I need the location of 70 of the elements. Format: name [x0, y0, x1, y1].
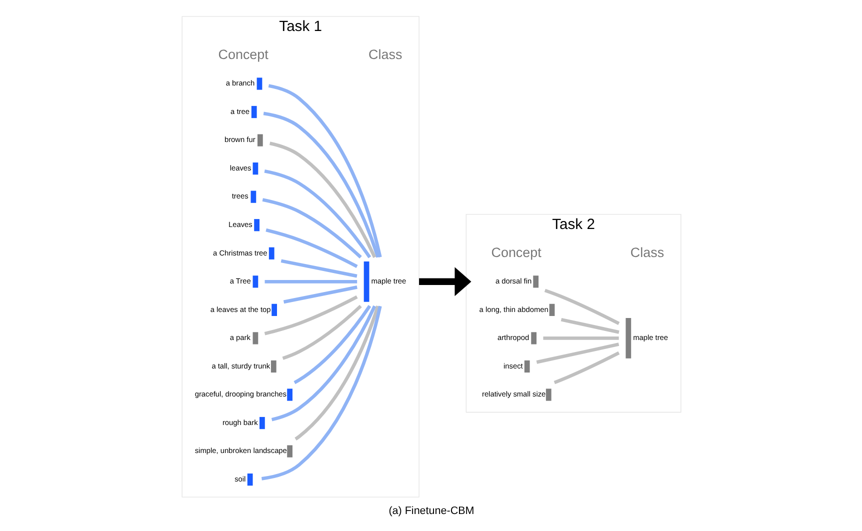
node-label: a park — [229, 333, 250, 342]
node-label: a long, thin abdomen — [478, 304, 548, 314]
node-label: insect — [503, 361, 522, 370]
node-box — [548, 304, 554, 316]
node-label: a Tree — [229, 276, 250, 286]
connector — [553, 351, 620, 384]
connector — [268, 142, 376, 258]
node-label: a tree — [230, 106, 249, 116]
node-box — [286, 388, 292, 401]
connector — [262, 198, 362, 258]
node-box — [256, 134, 262, 146]
node-box — [286, 445, 292, 458]
node-box — [252, 276, 258, 288]
node-label: maple tree — [370, 276, 406, 286]
node-label: a dorsal fin — [494, 276, 532, 286]
arrow — [418, 267, 471, 296]
node-box — [270, 360, 276, 373]
connector — [268, 84, 382, 258]
node-label: graceful, drooping branches — [194, 390, 286, 399]
node-box — [259, 416, 264, 430]
label: Class — [630, 244, 664, 260]
node-label: rough bark — [222, 418, 258, 427]
connector — [264, 280, 357, 284]
node-box — [256, 78, 262, 90]
connector — [260, 306, 382, 480]
node-box — [530, 332, 536, 344]
node-box — [250, 106, 256, 118]
label: Concept — [218, 46, 268, 62]
connector — [542, 336, 618, 340]
node-label: a tall, sturdy trunk — [211, 361, 270, 370]
node-label: a leaves at the top — [210, 304, 270, 314]
node-label: trees — [231, 192, 248, 201]
node-box — [254, 219, 259, 232]
connector — [264, 295, 358, 336]
connector — [282, 286, 357, 304]
connector — [262, 112, 379, 258]
connector — [536, 342, 619, 364]
connector — [544, 288, 620, 326]
node-box — [363, 261, 369, 302]
node-label: simple, unbroken landscape — [194, 446, 286, 456]
label: Class — [368, 46, 402, 62]
node-label: soil — [234, 474, 246, 484]
node-box — [545, 388, 551, 401]
node-box — [271, 304, 276, 316]
node-box — [625, 318, 631, 358]
connector — [264, 169, 371, 258]
node-label: a Christmas tree — [212, 248, 267, 258]
node-label: brown fur — [224, 135, 255, 144]
node-box — [524, 360, 530, 373]
node-box — [246, 474, 252, 486]
connector — [282, 304, 362, 360]
connector — [270, 305, 376, 422]
node-box — [250, 190, 256, 203]
node-box — [268, 247, 274, 260]
caption: (a) Finetune-CBM — [388, 504, 474, 517]
node-label: a branch — [225, 78, 254, 88]
node-label: Leaves — [228, 220, 252, 229]
node-box — [532, 276, 538, 288]
label: Concept — [490, 244, 541, 260]
connector — [265, 228, 358, 268]
connector — [294, 306, 379, 440]
node-label: relatively small size — [481, 390, 546, 399]
connector — [293, 305, 371, 384]
connector — [560, 318, 619, 334]
node-label: maple tree — [632, 333, 668, 342]
connector — [280, 259, 357, 278]
node-box — [252, 332, 258, 344]
node-box — [252, 162, 258, 175]
node-label: leaves — [229, 163, 251, 172]
node-label: arthropod — [496, 333, 529, 342]
